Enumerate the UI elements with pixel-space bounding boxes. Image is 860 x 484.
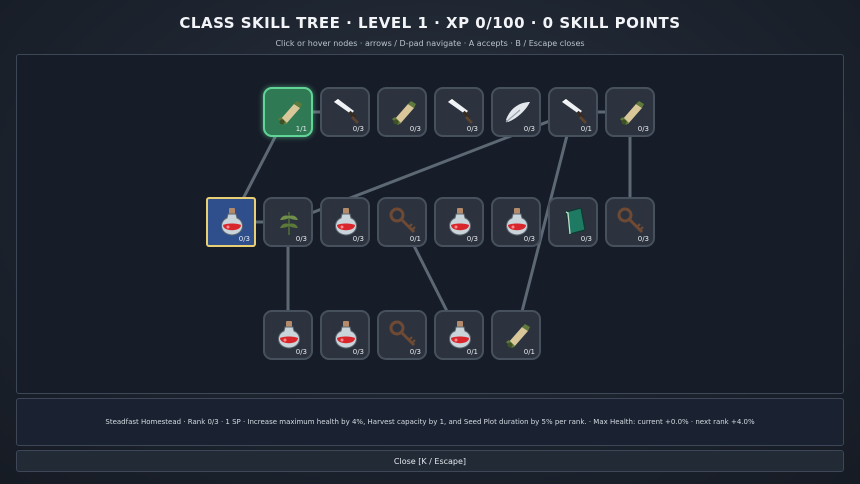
- potion-icon: [335, 321, 357, 349]
- skill-node-n11[interactable]: 0/1: [377, 197, 427, 247]
- skill-node-rank: 0/3: [523, 125, 535, 133]
- skill-node-rank: 0/3: [352, 235, 364, 243]
- skill-node-n8[interactable]: 0/3: [206, 197, 256, 247]
- skill-node-n13[interactable]: 0/3: [491, 197, 541, 247]
- skill-node-rank: 0/3: [295, 348, 307, 356]
- controls-hint: Click or hover nodes · arrows / D-pad na…: [275, 39, 585, 48]
- skill-node-rank: 1/1: [295, 125, 307, 133]
- skill-node-n7[interactable]: 0/3: [605, 87, 655, 137]
- potion-icon: [506, 208, 528, 236]
- skill-node-rank: 0/3: [523, 235, 535, 243]
- skill-node-rank: 0/3: [409, 348, 421, 356]
- skill-node-rank: 0/3: [409, 125, 421, 133]
- dagger-icon: [448, 99, 473, 124]
- key-icon: [389, 320, 416, 347]
- skill-node-n17[interactable]: 0/3: [320, 310, 370, 360]
- potion-icon: [449, 321, 471, 349]
- skill-node-rank: 0/1: [523, 348, 535, 356]
- book-icon: [565, 207, 586, 235]
- skill-node-rank: 0/1: [466, 348, 478, 356]
- skill-node-rank: 0/3: [637, 235, 649, 243]
- scroll-icon: [278, 101, 302, 125]
- potion-icon: [335, 208, 357, 236]
- potion-icon: [449, 208, 471, 236]
- dagger-icon: [334, 99, 359, 124]
- scroll-icon: [392, 101, 416, 125]
- skill-node-rank: 0/3: [352, 125, 364, 133]
- skill-node-rank: 0/3: [295, 235, 307, 243]
- potion-icon: [278, 321, 300, 349]
- skill-node-n20[interactable]: 0/1: [491, 310, 541, 360]
- potion-icon: [221, 208, 243, 236]
- skill-node-n10[interactable]: 0/3: [320, 197, 370, 247]
- skill-node-rank: 0/3: [466, 125, 478, 133]
- skill-node-rank: 0/3: [580, 235, 592, 243]
- scroll-icon: [506, 324, 530, 348]
- skill-node-n9[interactable]: 0/3: [263, 197, 313, 247]
- skill-node-rank: 0/1: [580, 125, 592, 133]
- close-button[interactable]: Close [K / Escape]: [16, 450, 844, 472]
- skill-node-n1[interactable]: 1/1: [263, 87, 313, 137]
- skill-node-n2[interactable]: 0/3: [320, 87, 370, 137]
- skill-node-n12[interactable]: 0/3: [434, 197, 484, 247]
- skill-node-n6[interactable]: 0/1: [548, 87, 598, 137]
- skill-node-rank: 0/3: [637, 125, 649, 133]
- skill-node-rank: 0/1: [409, 235, 421, 243]
- herb-icon: [280, 212, 298, 235]
- skill-info-text: Steadfast Homestead · Rank 0/3 · 1 SP · …: [105, 418, 755, 426]
- skill-node-n18[interactable]: 0/3: [377, 310, 427, 360]
- scroll-icon: [620, 101, 644, 125]
- skill-node-n19[interactable]: 0/1: [434, 310, 484, 360]
- skill-node-n14[interactable]: 0/3: [548, 197, 598, 247]
- skill-node-rank: 0/3: [238, 235, 250, 243]
- skill-node-n5[interactable]: 0/3: [491, 87, 541, 137]
- feather-icon: [505, 102, 530, 123]
- skill-node-n3[interactable]: 0/3: [377, 87, 427, 137]
- page-title: CLASS SKILL TREE · LEVEL 1 · XP 0/100 · …: [179, 14, 681, 32]
- skill-node-n4[interactable]: 0/3: [434, 87, 484, 137]
- skill-node-rank: 0/3: [352, 348, 364, 356]
- skill-tree-panel: [16, 54, 844, 394]
- skill-node-n15[interactable]: 0/3: [605, 197, 655, 247]
- skill-info-panel: Steadfast Homestead · Rank 0/3 · 1 SP · …: [16, 398, 844, 446]
- key-icon: [389, 207, 416, 234]
- skill-node-n16[interactable]: 0/3: [263, 310, 313, 360]
- dagger-icon: [562, 99, 587, 124]
- skill-node-rank: 0/3: [466, 235, 478, 243]
- key-icon: [617, 207, 644, 234]
